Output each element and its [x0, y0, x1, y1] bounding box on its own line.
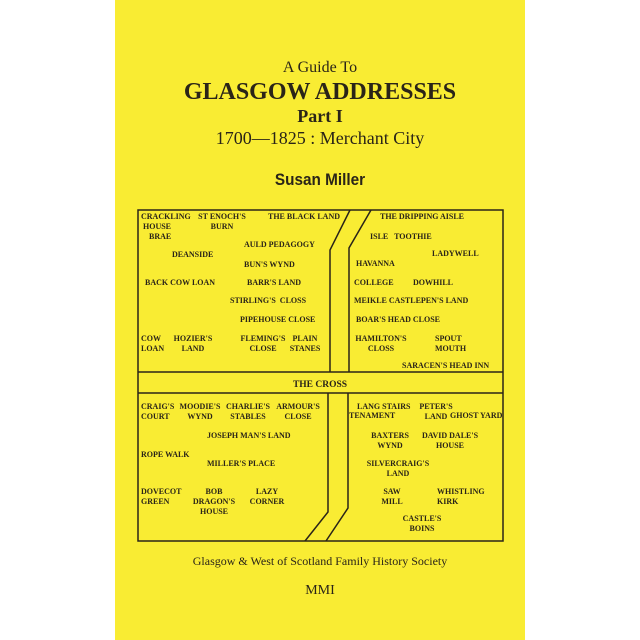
road-line-lower-left: [304, 393, 329, 542]
map-label: SPOUT MOUTH: [435, 334, 467, 353]
map-label: HAMILTON'S CLOSS: [355, 334, 407, 353]
map-label: FLEMING'S CLOSE: [240, 334, 286, 353]
map-label: STIRLING'S CLOSS: [230, 296, 307, 305]
map-label: GHOST YARD: [450, 411, 503, 420]
map-label: BOAR'S HEAD CLOSE: [356, 315, 441, 324]
road-line-upper-right: [348, 209, 372, 372]
map-label: PLAIN STANES: [289, 334, 321, 353]
map-label: LADYWELL: [432, 249, 479, 258]
period-label: 1700—1825 : Merchant City: [215, 128, 425, 148]
subtitle-top: A Guide To: [282, 59, 358, 76]
publication-year: MMI: [305, 583, 335, 598]
map-label: THE BLACK LAND: [268, 212, 341, 221]
map-label: ARMOUR'S CLOSE: [276, 402, 320, 421]
map-label: MEIKLE CASTLEPEN'S LAND: [354, 296, 469, 305]
map-label: WHISTLING KIRK: [437, 487, 485, 506]
map-label: BAXTERS WYND: [371, 431, 409, 450]
map-label: DOWHILL: [413, 278, 454, 287]
map-label: ISLE TOOTHIE: [370, 232, 432, 241]
map-label: SAW MILL: [381, 487, 403, 506]
map-border: [137, 209, 504, 542]
map-label: CASTLE'S BOINS: [402, 514, 442, 533]
map-label: CRAIG'S COURT: [141, 402, 175, 421]
book-title: GLASGOW ADDRESSES: [183, 79, 457, 105]
map-label: THE DRIPPING AISLE: [380, 212, 465, 221]
map-label: DEANSIDE: [172, 250, 214, 259]
road-line-lower-right: [325, 393, 349, 542]
map-label: PETER'S LAND: [419, 402, 453, 421]
map-label: CRACKLING HOUSE BRAE: [141, 212, 191, 241]
map-label: LANG STAIRS: [357, 402, 411, 411]
road-line-upper-left: [329, 209, 351, 372]
map-label: PIPEHOUSE CLOSE: [240, 315, 316, 324]
map-label: BARR'S LAND: [247, 278, 302, 287]
map-label: HAVANNA: [356, 259, 395, 268]
map-label: COW LOAN: [141, 334, 165, 353]
author-name: Susan Miller: [274, 170, 366, 189]
book-cover: [115, 0, 525, 640]
map-label: MILLER'S PLACE: [207, 459, 276, 468]
map-label: COLLEGE: [354, 278, 394, 287]
map-label: SARACEN'S HEAD INN: [402, 361, 490, 370]
map-label: ST ENOCH'S BURN: [198, 212, 246, 231]
map-label: ROPE WALK: [141, 450, 190, 459]
map-label: MOODIE'S WYND: [179, 402, 221, 421]
map-label: HOZIER'S LAND: [173, 334, 213, 353]
map-label: BUN'S WYND: [244, 260, 295, 269]
map-label: TENAMENT: [349, 411, 396, 420]
map-label: DOVECOT GREEN: [141, 487, 182, 506]
map-label: BOB DRAGON'S HOUSE: [192, 487, 236, 516]
map-label: AULD PEDAGOGY: [244, 240, 315, 249]
map-label: BACK COW LOAN: [145, 278, 216, 287]
map-label: DAVID DALE'S HOUSE: [421, 431, 479, 450]
part-label: Part I: [297, 106, 343, 126]
map-label: LAZY CORNER: [249, 487, 285, 506]
the-cross-label: THE CROSS: [292, 380, 348, 390]
map-label: SILVERCRAIG'S LAND: [366, 459, 430, 478]
publisher-name: Glasgow & West of Scotland Family Histor…: [192, 554, 448, 568]
map-label: JOSEPH MAN'S LAND: [207, 431, 291, 440]
map-label: CHARLIE'S STABLES: [225, 402, 271, 421]
